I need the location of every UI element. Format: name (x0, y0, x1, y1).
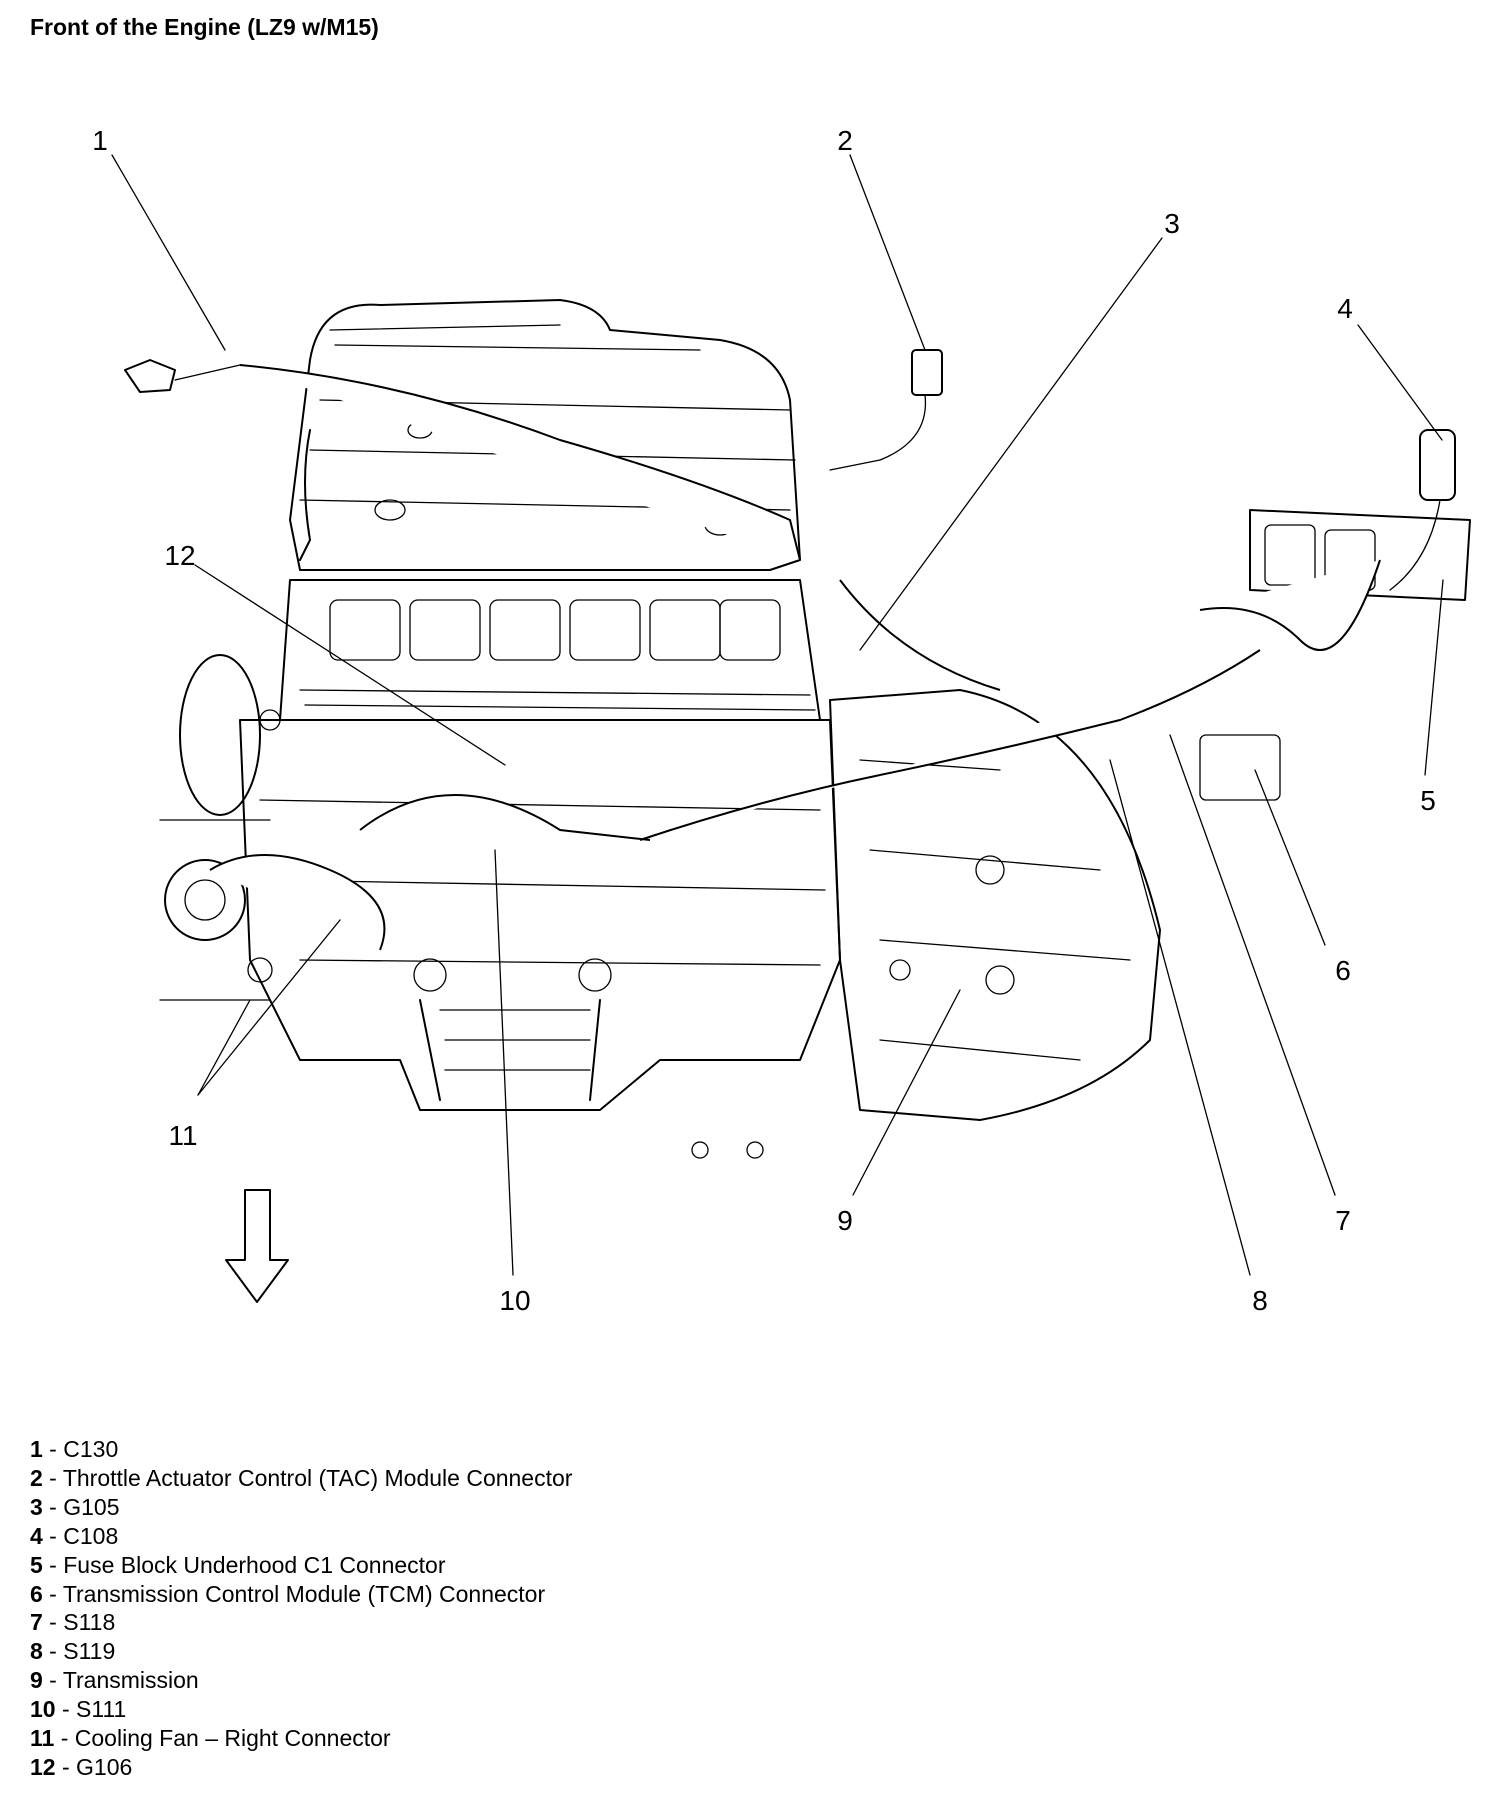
callout-1: 1 (92, 125, 108, 156)
legend-text: S111 (76, 1696, 127, 1723)
legend-number: 7 (30, 1609, 43, 1636)
legend-number: 4 (30, 1522, 43, 1549)
legend-text: Throttle Actuator Control (TAC) Module C… (62, 1464, 573, 1491)
legend-item: 7 - S118 (30, 1608, 572, 1637)
legend-number: 1 (30, 1436, 43, 1462)
legend-text: G106 (76, 1753, 133, 1780)
legend-item: 9 - Transmission (30, 1666, 572, 1695)
diagram-title: Front of the Engine (LZ9 w/M15) (30, 14, 379, 40)
callout-11: 11 (168, 1120, 197, 1151)
legend-item: 2 - Throttle Actuator Control (TAC) Modu… (30, 1464, 572, 1493)
legend-separator: - (42, 1638, 64, 1665)
legend-item: 4 - C108 (30, 1522, 572, 1551)
legend-number: 8 (30, 1638, 43, 1665)
legend-number: 11 (30, 1725, 55, 1752)
legend-separator: - (42, 1493, 64, 1520)
legend-separator: - (55, 1753, 77, 1780)
callout-10: 10 (499, 1285, 530, 1316)
legend-separator: - (42, 1522, 64, 1549)
legend-separator: - (42, 1436, 64, 1462)
legend-separator: - (42, 1667, 63, 1694)
legend-item: 5 - Fuse Block Underhood C1 Connector (30, 1551, 572, 1580)
legend-text: S119 (63, 1638, 116, 1665)
engine-illustration (124, 299, 1471, 1303)
leader-lines (111, 154, 1444, 1276)
legend-separator: - (54, 1725, 75, 1752)
callout-8: 8 (1252, 1285, 1268, 1316)
legend-number: 5 (30, 1551, 43, 1578)
callout-6: 6 (1335, 955, 1351, 986)
callout-numbers: 1 2 3 4 5 6 7 8 9 10 11 12 (92, 125, 1436, 1316)
legend-separator: - (42, 1580, 63, 1607)
legend-number: 6 (30, 1580, 43, 1607)
legend-number: 3 (30, 1493, 43, 1520)
legend-item: 8 - S119 (30, 1637, 572, 1666)
legend-item: 10 - S111 (30, 1695, 572, 1724)
legend-text: S118 (63, 1609, 116, 1636)
legend-number: 12 (30, 1753, 56, 1780)
callout-12: 12 (164, 540, 195, 571)
callout-5: 5 (1420, 785, 1436, 816)
legend-item: 6 - Transmission Control Module (TCM) Co… (30, 1580, 572, 1609)
callout-9: 9 (837, 1205, 853, 1236)
legend-item: 1 - C130 (30, 1435, 572, 1464)
legend-number: 2 (30, 1464, 43, 1491)
callout-7: 7 (1335, 1205, 1351, 1236)
callout-2: 2 (837, 125, 853, 156)
legend-separator: - (42, 1464, 63, 1491)
legend-text: C108 (63, 1522, 119, 1549)
legend-separator: - (42, 1609, 64, 1636)
legend-separator: - (55, 1696, 77, 1723)
callout-3: 3 (1164, 208, 1180, 239)
legend-item: 12 - G106 (30, 1753, 572, 1782)
engine-diagram: 1 2 3 4 5 6 7 8 9 10 11 12 (92, 125, 1471, 1316)
legend-number: 9 (30, 1667, 43, 1694)
legend-item: 3 - G105 (30, 1493, 572, 1522)
legend-text: Transmission Control Module (TCM) Connec… (62, 1580, 546, 1607)
legend-number: 10 (30, 1696, 56, 1723)
legend-separator: - (42, 1551, 64, 1578)
legend-item: 11 - Cooling Fan – Right Connector (30, 1724, 572, 1753)
callout-4: 4 (1337, 293, 1353, 324)
legend-text: G105 (63, 1493, 120, 1520)
legend-text: Fuse Block Underhood C1 Connector (63, 1551, 446, 1578)
legend: 1 - C130 2 - Throttle Actuator Control (… (30, 1435, 572, 1782)
legend-text: C130 (63, 1436, 119, 1462)
legend-text: Cooling Fan – Right Connector (74, 1725, 391, 1752)
legend-text: Transmission (62, 1667, 199, 1694)
